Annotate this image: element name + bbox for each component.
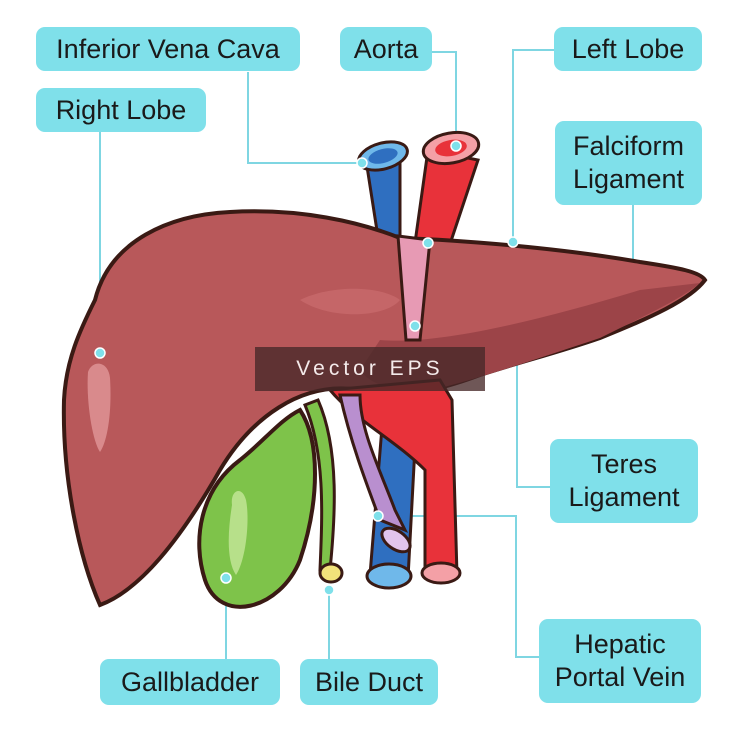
bile-duct-opening <box>318 562 344 584</box>
label-hepatic-line2: Portal Vein <box>554 662 686 692</box>
liver-highlight <box>300 288 400 315</box>
gallbladder <box>197 407 317 609</box>
label-inferior-vena-cava-text: Inferior Vena Cava <box>56 33 280 64</box>
label-hepatic-portal-vein: Hepatic Portal Vein <box>539 619 701 703</box>
label-right-lobe: Right Lobe <box>36 88 206 132</box>
label-teres-ligament: Teres Ligament <box>550 439 698 523</box>
label-hepatic-line1: Hepatic <box>574 629 666 659</box>
label-bile-duct: Bile Duct <box>300 659 438 705</box>
leader-left-lobe <box>512 49 555 242</box>
gallbladder-highlight <box>228 490 248 575</box>
leader-dots <box>94 140 519 596</box>
watermark: Vector EPS <box>255 347 485 391</box>
hepatic-portal-vein <box>338 393 412 554</box>
inferior-vena-cava-upper <box>357 140 409 252</box>
label-teres-line2: Ligament <box>568 482 680 512</box>
label-falciform-ligament: Falciform Ligament <box>555 121 702 205</box>
label-right-lobe-text: Right Lobe <box>55 94 187 125</box>
falciform-ligament <box>396 234 432 342</box>
aorta-upper <box>412 130 481 252</box>
right-lobe-highlight <box>87 363 111 452</box>
leader-inferior-vena-cava <box>247 72 362 164</box>
label-inferior-vena-cava: Inferior Vena Cava <box>36 27 300 71</box>
label-left-lobe-text: Left Lobe <box>571 33 685 64</box>
label-falciform-line2: Ligament <box>572 164 685 194</box>
label-bile-duct-text: Bile Duct <box>314 666 424 697</box>
label-left-lobe: Left Lobe <box>554 27 702 71</box>
label-teres-line1: Teres <box>590 449 658 479</box>
label-gallbladder: Gallbladder <box>100 659 280 705</box>
label-falciform-line1: Falciform <box>572 131 684 161</box>
label-aorta-text: Aorta <box>353 33 419 64</box>
label-gallbladder-text: Gallbladder <box>120 666 260 697</box>
label-aorta: Aorta <box>340 27 432 71</box>
leader-aorta <box>428 51 457 146</box>
